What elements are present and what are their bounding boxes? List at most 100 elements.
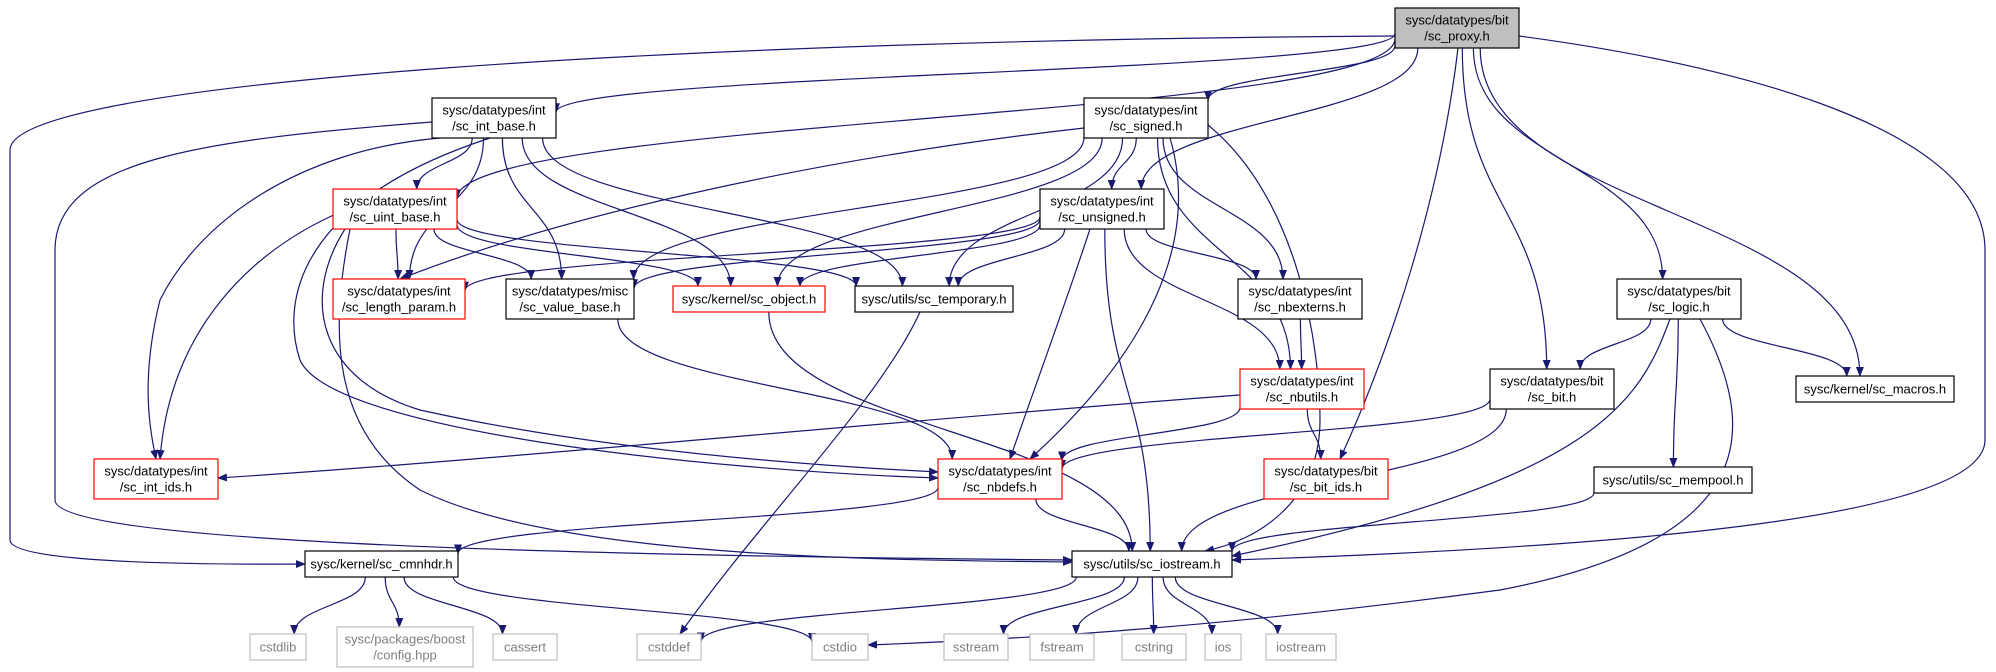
edge-sc_proxy-to-sc_int_base	[552, 33, 1396, 114]
edge-sc_nbutils-to-sc_int_ids	[217, 394, 1241, 482]
node-box	[1029, 633, 1095, 661]
node-cstring: cstring	[1121, 633, 1187, 661]
node-sc_signed[interactable]: sysc/datatypes/int/sc_signed.h	[1083, 97, 1209, 139]
edge-sc_signed-to-sc_nbutils	[1156, 137, 1295, 370]
node-box	[1071, 550, 1233, 578]
edge-sc_nbutils-to-sc_nbdefs	[1058, 407, 1241, 462]
edge-sc_nbdefs-to-sc_cmnhdr	[454, 487, 939, 555]
node-cstddef: cstddef	[636, 633, 702, 661]
node-label: sysc/datatypes/bit	[1500, 374, 1604, 389]
node-box	[332, 278, 466, 320]
node-label: fstream	[1040, 640, 1083, 655]
node-sc_unsigned[interactable]: sysc/datatypes/int/sc_unsigned.h	[1039, 188, 1165, 230]
node-sc_proxy[interactable]: sysc/datatypes/bit/sc_proxy.h	[1394, 7, 1520, 49]
node-box	[1394, 7, 1520, 49]
node-sc_bit[interactable]: sysc/datatypes/bit/sc_bit.h	[1489, 368, 1615, 410]
node-label: sysc/datatypes/int	[948, 464, 1052, 479]
edge-sc_proxy-to-sc_macros	[1479, 47, 1864, 377]
node-sc_value_base[interactable]: sysc/datatypes/misc/sc_value_base.h	[505, 278, 635, 320]
node-cassert: cassert	[492, 633, 558, 661]
edge-sc_signed-to-sc_nbexterns	[1162, 137, 1287, 280]
node-box	[492, 633, 558, 661]
node-sc_cmnhdr[interactable]: sysc/kernel/sc_cmnhdr.h	[304, 550, 459, 578]
node-box	[1795, 375, 1955, 403]
node-ios: ios	[1204, 633, 1242, 661]
node-label: iostream	[1276, 640, 1326, 655]
node-label: sysc/datatypes/int	[1250, 374, 1354, 389]
edge-sc_int_base-to-sc_temporary	[542, 137, 907, 287]
edge-sc_nbexterns-to-sc_nbutils	[1297, 318, 1306, 370]
edge-sc_nbdefs-to-sc_iostream	[1035, 498, 1133, 552]
node-label: /sc_int_base.h	[452, 119, 536, 134]
node-label: cstddef	[648, 640, 690, 655]
node-label: /sc_signed.h	[1110, 119, 1183, 134]
edge-sc_signed-to-sc_unsigned	[1107, 137, 1137, 190]
node-box	[304, 550, 459, 578]
edge-sc_int_base-to-sc_value_base	[501, 137, 566, 280]
edge-sc_nbutils-to-sc_bit_ids	[1306, 408, 1325, 460]
node-box	[1239, 368, 1365, 410]
edge-sc_unsigned-to-sc_nbdefs	[1009, 228, 1091, 460]
node-label: sysc/kernel/sc_cmnhdr.h	[310, 557, 452, 572]
node-sc_mempool[interactable]: sysc/utils/sc_mempool.h	[1593, 466, 1753, 494]
node-label: /sc_bit_ids.h	[1290, 480, 1362, 495]
edge-sc_signed-to-sc_temporary	[945, 137, 1124, 287]
node-sc_uint_base[interactable]: sysc/datatypes/int/sc_uint_base.h	[332, 188, 458, 230]
node-sc_temporary[interactable]: sysc/utils/sc_temporary.h	[854, 285, 1014, 313]
node-label: /sc_unsigned.h	[1058, 210, 1145, 225]
node-box	[336, 626, 474, 668]
edge-sc_signed-to-sc_value_base	[629, 137, 1085, 280]
edge-sc_mempool-to-sc_iostream	[1228, 492, 1595, 553]
node-sc_object[interactable]: sysc/kernel/sc_object.h	[672, 285, 826, 313]
node-label: sysc/datatypes/int	[347, 284, 451, 299]
nodes-layer: sysc/datatypes/bit/sc_proxy.h sysc/dataty…	[93, 7, 1955, 668]
edge-sc_uint_base-to-sc_value_base	[433, 228, 536, 280]
node-sc_int_base[interactable]: sysc/datatypes/int/sc_int_base.h	[431, 97, 557, 139]
node-box	[93, 458, 219, 500]
edges-layer	[9, 33, 1986, 649]
edge-sc_signed-to-sc_nbdefs	[1029, 137, 1180, 460]
node-sc_int_ids[interactable]: sysc/datatypes/int/sc_int_ids.h	[93, 458, 219, 500]
node-iostream: iostream	[1265, 633, 1337, 661]
node-label: /sc_nbdefs.h	[963, 480, 1037, 495]
edge-sc_cmnhdr-to-cstdlib	[290, 576, 366, 635]
node-sc_bit_ids[interactable]: sysc/datatypes/bit/sc_bit_ids.h	[1263, 458, 1389, 500]
node-label: cstdio	[823, 640, 857, 655]
edge-sc_unsigned-to-sc_temporary	[954, 228, 1066, 287]
node-sc_length_param[interactable]: sysc/datatypes/int/sc_length_param.h	[332, 278, 466, 320]
node-box	[505, 278, 635, 320]
node-label: sysc/utils/sc_iostream.h	[1083, 557, 1220, 572]
node-sc_nbdefs[interactable]: sysc/datatypes/int/sc_nbdefs.h	[937, 458, 1063, 500]
node-box	[249, 633, 307, 661]
node-label: /sc_uint_base.h	[349, 210, 440, 225]
edge-sc_iostream-to-cstring	[1149, 576, 1158, 635]
edge-sc_value_base-to-sc_nbdefs	[617, 318, 957, 460]
node-box	[943, 633, 1009, 661]
node-box	[332, 188, 458, 230]
edge-sc_proxy-to-sc_bit	[1461, 47, 1551, 370]
edge-sc_iostream-to-iostream	[1174, 576, 1282, 635]
node-fstream: fstream	[1029, 633, 1095, 661]
edge-sc_iostream-to-sstream	[999, 576, 1125, 635]
node-box	[1616, 278, 1742, 320]
edge-sc_bit-to-sc_nbdefs	[1058, 398, 1491, 470]
node-sc_nbexterns[interactable]: sysc/datatypes/int/sc_nbexterns.h	[1237, 278, 1363, 320]
node-sc_iostream[interactable]: sysc/utils/sc_iostream.h	[1071, 550, 1233, 578]
edge-sc_proxy-to-sc_iostream	[1231, 35, 1986, 564]
edge-sc_cmnhdr-to-cassert	[403, 576, 507, 635]
node-box	[1204, 633, 1242, 661]
node-sc_nbutils[interactable]: sysc/datatypes/int/sc_nbutils.h	[1239, 368, 1365, 410]
node-label: /sc_bit.h	[1528, 390, 1576, 405]
node-label: ios	[1215, 640, 1232, 655]
node-sc_macros[interactable]: sysc/kernel/sc_macros.h	[1795, 375, 1955, 403]
node-sc_logic[interactable]: sysc/datatypes/bit/sc_logic.h	[1616, 278, 1742, 320]
edge-sc_unsigned-to-sc_iostream	[1104, 228, 1155, 552]
node-label: /sc_int_ids.h	[120, 480, 192, 495]
node-boost_config: sysc/packages/boost/config.hpp	[336, 626, 474, 668]
node-box	[431, 97, 557, 139]
edge-sc_proxy-to-sc_signed	[1204, 45, 1396, 102]
edge-sc_int_base-to-sc_iostream	[54, 121, 1073, 564]
node-label: sysc/utils/sc_temporary.h	[862, 292, 1007, 307]
edge-sc_logic-to-sc_mempool	[1669, 318, 1679, 468]
